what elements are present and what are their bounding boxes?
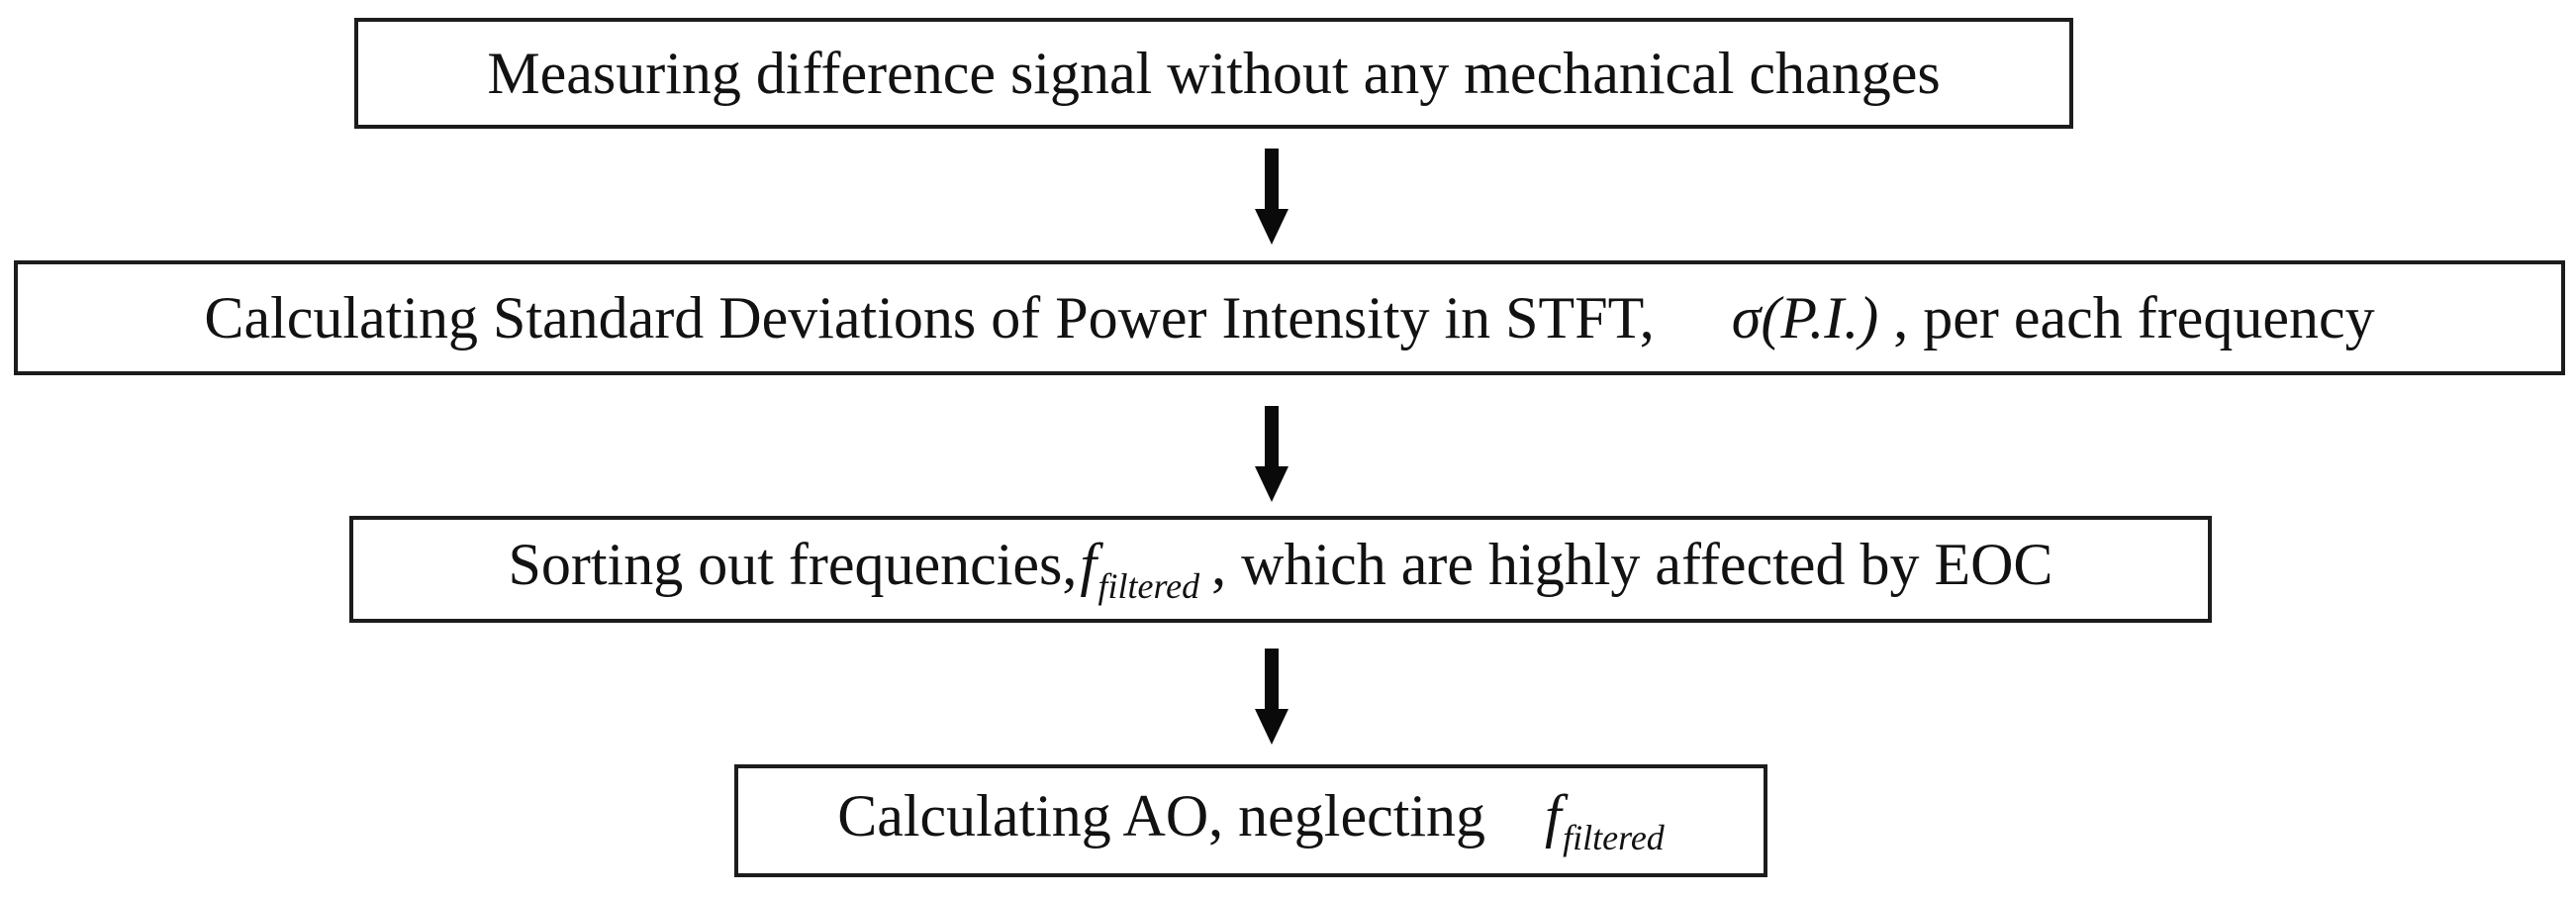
f-filtered-base: f (1080, 532, 1097, 598)
sigma-pi-math: σ(P.I.) (1731, 285, 1879, 350)
flow-step-measure-signal: Measuring difference signal without any … (354, 18, 2073, 129)
calc-ao-text-before: Calculating AO, neglecting (837, 783, 1486, 850)
stft-text-before: Calculating Standard Deviations of Power… (204, 285, 1655, 350)
f-filtered-subscript-2: filtered (1563, 817, 1665, 857)
flow-step-calc-ao-label: Calculating AO, neglecting ffiltered (837, 786, 1665, 855)
sort-text-after: , which are highly affected by EOC (1211, 532, 2053, 598)
f-filtered-math-2: ffiltered (1545, 783, 1665, 855)
f-filtered-math: ffiltered (1080, 532, 1199, 604)
down-arrow-icon-3 (1254, 649, 1289, 746)
down-arrow-icon-2 (1254, 406, 1289, 503)
flow-step-measure-signal-label: Measuring difference signal without any … (487, 41, 1941, 106)
flow-step-calc-ao: Calculating AO, neglecting ffiltered (734, 764, 1767, 877)
down-arrow-icon-1 (1254, 149, 1289, 246)
flow-step-sort-frequencies-label: Sorting out frequencies,ffiltered, which… (509, 535, 2053, 604)
flow-step-sort-frequencies: Sorting out frequencies,ffiltered, which… (349, 516, 2212, 623)
flow-step-calc-std-deviation-label: Calculating Standard Deviations of Power… (204, 288, 2374, 348)
flow-step-calc-std-deviation: Calculating Standard Deviations of Power… (14, 260, 2565, 375)
f-filtered-base-2: f (1545, 783, 1562, 850)
f-filtered-subscript: filtered (1097, 565, 1200, 606)
stft-text-after: , per each frequency (1893, 285, 2375, 350)
sort-text-before: Sorting out frequencies, (508, 532, 1078, 598)
